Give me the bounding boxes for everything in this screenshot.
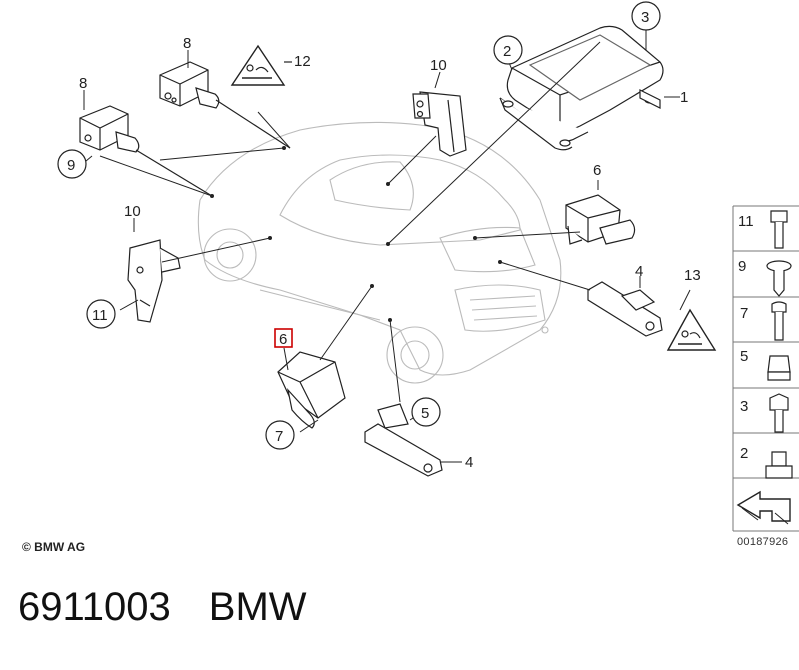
brand-name: BMW <box>208 585 307 629</box>
side-sensor-left <box>127 239 181 323</box>
part-number: 6911003 <box>18 585 171 629</box>
legend-number: 3 <box>740 398 748 415</box>
car-outline <box>197 121 562 384</box>
callout-8-top: 8 <box>183 35 191 52</box>
callout-3: 3 <box>641 9 649 26</box>
callout-6-right: 6 <box>593 162 601 179</box>
callout-2: 2 <box>503 43 511 60</box>
sensor-lower-left <box>79 105 213 197</box>
callout-1: 1 <box>680 89 688 106</box>
sensor-right <box>565 194 636 245</box>
impact-sensor-front <box>277 351 346 429</box>
callout-10-top: 10 <box>430 57 447 74</box>
callout-13: 13 <box>684 267 701 284</box>
callout-9: 9 <box>67 157 75 174</box>
callout-5: 5 <box>421 405 429 422</box>
side-sensor-top <box>412 91 467 157</box>
legend-number: 5 <box>740 348 748 365</box>
highlight-box <box>274 328 293 348</box>
callout-7: 7 <box>275 428 283 445</box>
callout-4-bottom: 4 <box>465 454 473 471</box>
arrow-icon <box>736 490 791 525</box>
callout-10-left: 10 <box>124 203 141 220</box>
legend-number: 9 <box>738 258 746 275</box>
sensor-rear <box>587 281 663 337</box>
copyright-text: © BMW AG <box>22 540 86 554</box>
legend-number: 2 <box>740 445 748 462</box>
callout-11: 11 <box>92 307 108 324</box>
sensor-upper-left <box>159 61 291 149</box>
leader-dots <box>210 146 502 322</box>
legend-number: 11 <box>738 213 754 230</box>
callout-6-bottom: 6 <box>279 331 287 348</box>
callout-8-left: 8 <box>79 75 87 92</box>
callout-12: 12 <box>294 53 311 70</box>
legend-fasteners <box>765 210 793 479</box>
airbag-control-unit <box>499 25 664 151</box>
callout-circles <box>57 1 661 450</box>
airbag-warning-triangle-icon <box>666 308 717 351</box>
part-footer: 6911003 BMW <box>18 585 307 630</box>
airbag-warning-triangle-icon <box>230 44 286 86</box>
callout-4-right: 4 <box>635 263 643 280</box>
legend-number: 7 <box>740 305 748 322</box>
catalog-number: 00187926 <box>737 536 789 548</box>
impact-sensor-bottom <box>364 403 443 477</box>
